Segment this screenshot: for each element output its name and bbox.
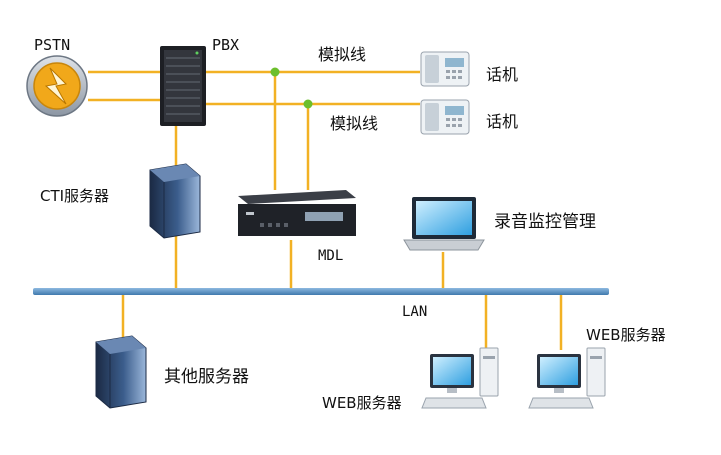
web-workstation-icon-2	[528, 347, 606, 409]
analog-line-label-1: 模拟线	[318, 45, 366, 64]
web-server-label-2: WEB服务器	[586, 326, 666, 344]
pbx-tower-icon	[160, 46, 206, 126]
junction-dot-1	[270, 67, 280, 77]
pstn-label: PSTN	[34, 36, 70, 54]
cti-server-icon	[149, 163, 201, 239]
phone-label-2: 话机	[486, 112, 518, 131]
pstn-icon	[26, 55, 88, 117]
junction-dot-2	[303, 99, 313, 109]
other-servers-label: 其他服务器	[164, 367, 249, 387]
phone-icon-1	[420, 51, 470, 87]
phone-icon-2	[420, 99, 470, 135]
pbx-label: PBX	[212, 36, 239, 54]
mdl-device-icon	[238, 190, 356, 236]
recording-monitor-label: 录音监控管理	[494, 212, 596, 232]
analog-line-label-2: 模拟线	[330, 114, 378, 133]
lan-label: LAN	[402, 304, 427, 320]
recording-monitor-laptop-icon	[403, 197, 485, 251]
other-servers-icon	[95, 335, 147, 409]
web-server-label-1: WEB服务器	[322, 394, 402, 412]
connection-lines	[88, 70, 563, 350]
mdl-label: MDL	[318, 248, 343, 264]
cti-server-label: CTI服务器	[40, 187, 109, 205]
lan-bus	[33, 288, 609, 295]
web-workstation-icon-1	[421, 347, 499, 409]
phone-label-1: 话机	[486, 65, 518, 84]
